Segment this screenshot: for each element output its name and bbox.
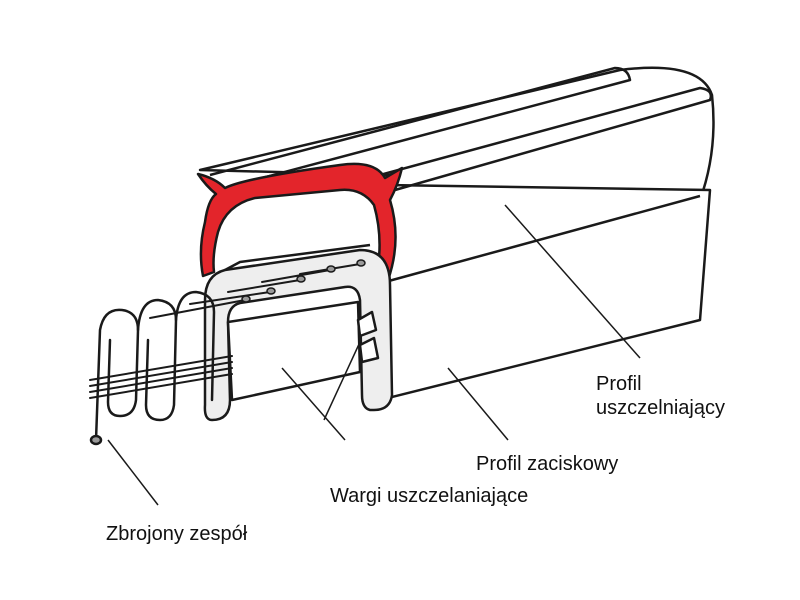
- wire-loop-1: [94, 308, 140, 442]
- label-sealing-profile: Profil uszczelniający: [596, 372, 725, 420]
- reinforced-core: [89, 259, 366, 446]
- sealing-lip-upper: [356, 310, 378, 338]
- wire-ends: [241, 259, 366, 303]
- binding-thread-3: [89, 367, 233, 393]
- leader-sealing-profile: [504, 204, 641, 359]
- binding-thread-2: [89, 361, 233, 387]
- side-face: [378, 183, 712, 402]
- leader-lips-a: [281, 367, 346, 441]
- wire-end-cap: [89, 434, 103, 446]
- label-sealing-profile-line1: Profil: [596, 373, 642, 395]
- leader-lines: [107, 204, 641, 506]
- leader-lips-b: [323, 341, 361, 421]
- sealing-profile-body: [198, 66, 715, 402]
- wire-loop-2: [136, 298, 178, 422]
- side-seam: [384, 194, 701, 284]
- clamp-top-edge: [224, 243, 371, 272]
- sealing-lip-lower: [358, 336, 380, 364]
- leader-clamping-profile: [447, 367, 509, 441]
- label-clamping-profile: Profil zaciskowy: [476, 453, 619, 475]
- wire-stub-1: [149, 299, 246, 319]
- label-sealing-lips: Wargi uszczelaniające: [330, 485, 529, 507]
- ridge-lip-2: [379, 86, 713, 192]
- wire-stub-4: [261, 269, 331, 283]
- binding-thread-4: [89, 373, 233, 399]
- wire-stub-2: [189, 291, 271, 305]
- clamping-profile: [203, 243, 394, 422]
- label-reinforced-core: Zbrojony zespół: [106, 523, 248, 545]
- ridge-lip: [209, 66, 632, 188]
- wire-stub-3: [227, 279, 301, 293]
- binding-thread-1: [89, 355, 233, 381]
- label-sealing-profile-line2: uszczelniający: [596, 397, 725, 419]
- leader-core: [107, 439, 159, 506]
